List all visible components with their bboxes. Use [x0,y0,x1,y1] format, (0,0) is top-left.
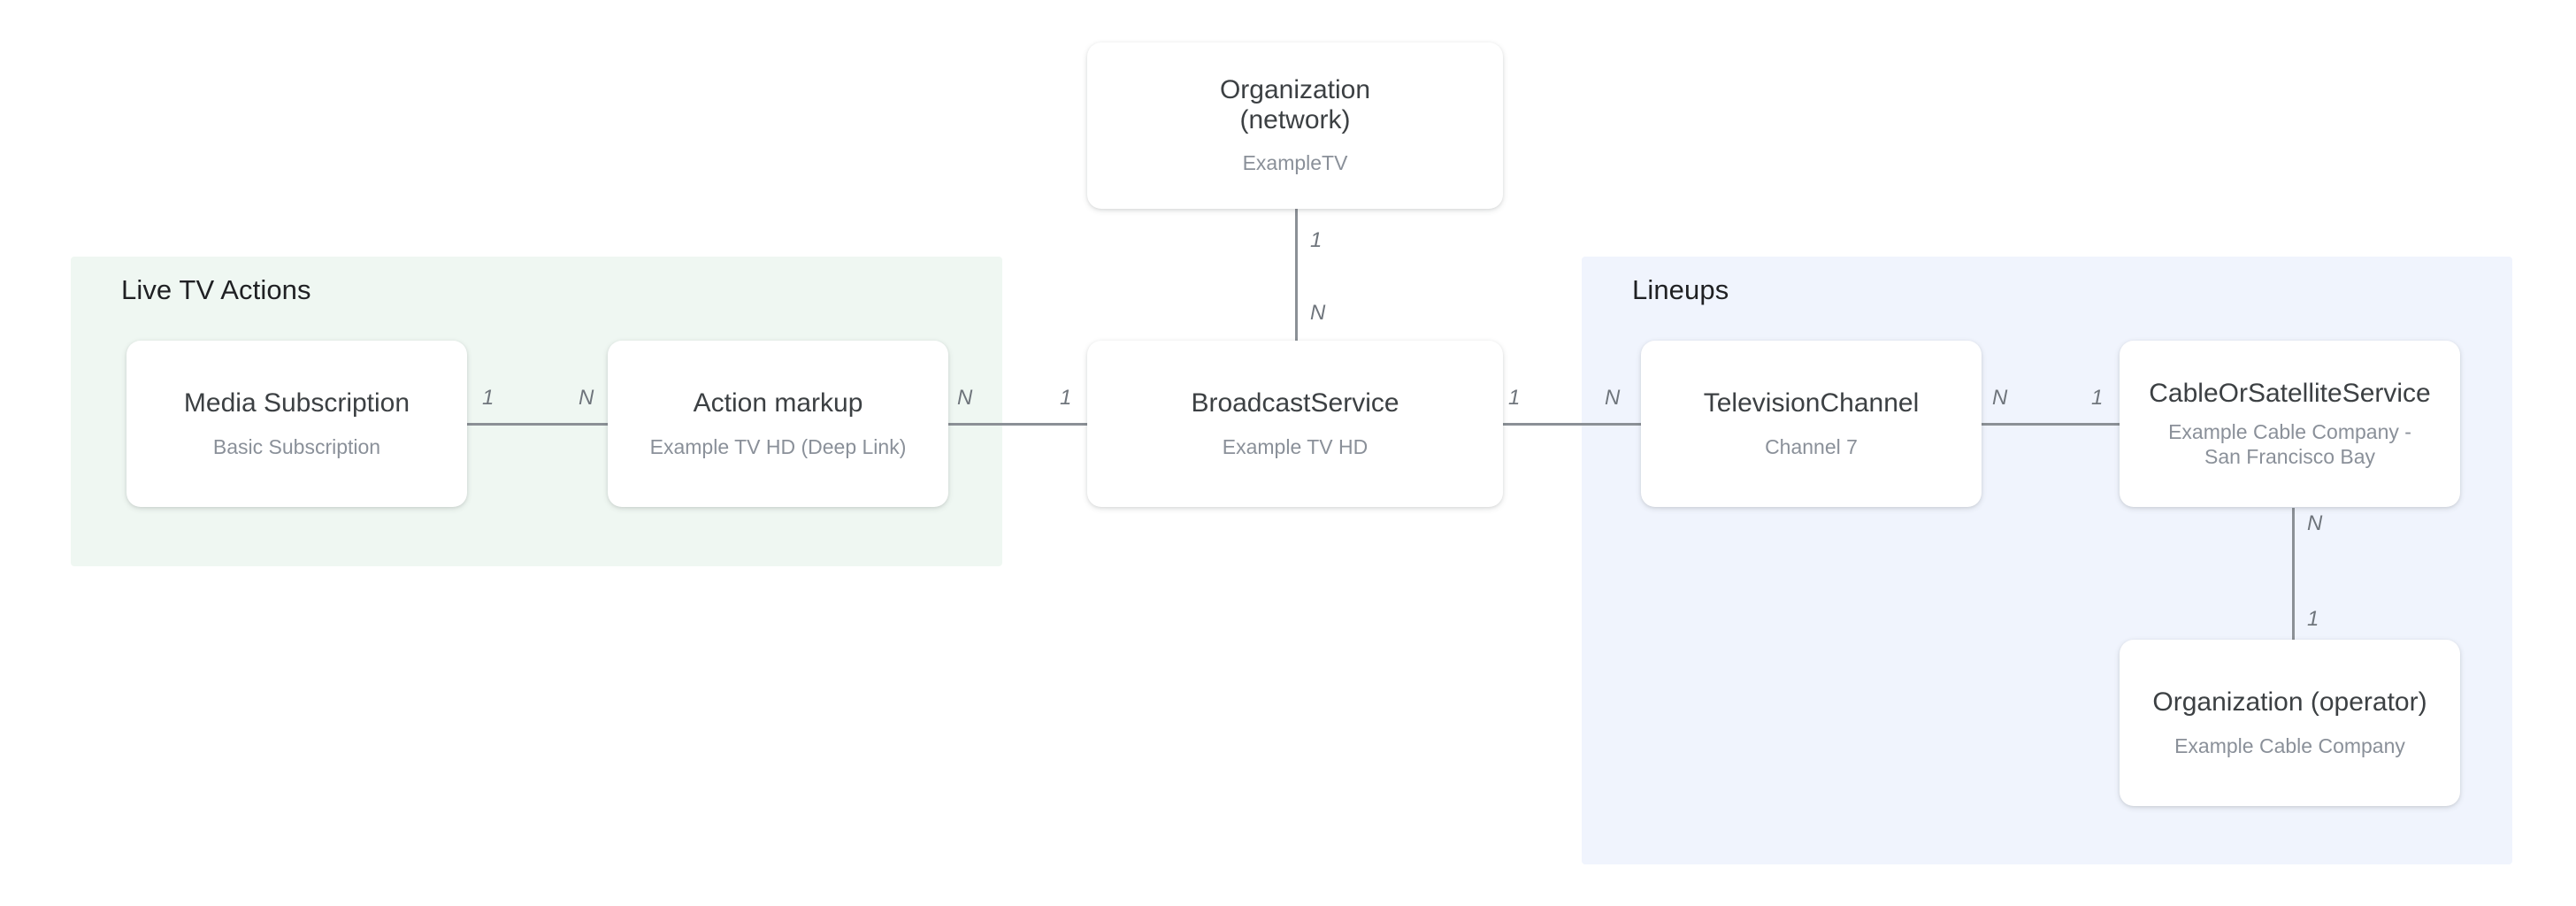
cardinality-broadcast-service-right: 1 [1508,386,1521,410]
group-title-live-tv-actions: Live TV Actions [121,274,311,305]
node-media-subscription[interactable]: Media Subscription Basic Subscription [126,341,467,507]
node-title: Organization(network) [1219,75,1371,134]
edge-organization-network-broadcast-service [1295,209,1298,346]
edge-media-subscription-action-markup [460,423,619,426]
node-action-markup[interactable]: Action markup Example TV HD (Deep Link) [608,341,948,507]
node-subtitle: ExampleTV [1242,151,1348,175]
edge-action-markup-broadcast-service [936,423,1113,426]
cardinality-organization-network-bottom: 1 [1310,228,1322,252]
cardinality-broadcast-service-top: N [1310,301,1326,325]
cardinality-television-channel-right: N [1992,386,2008,410]
cardinality-action-markup-right: N [957,386,973,410]
node-subtitle: Example Cable Company - San Francisco Ba… [2168,420,2411,468]
node-subtitle: Example TV HD [1222,434,1368,458]
cardinality-action-markup-left: N [579,386,594,410]
node-title: Organization (operator) [2152,687,2427,717]
group-title-lineups: Lineups [1632,274,1729,305]
cardinality-organization-operator-top: 1 [2307,607,2319,631]
cardinality-cable-or-satellite-service-bottom: N [2307,511,2323,535]
node-subtitle: Example Cable Company [2174,733,2405,757]
node-title: TelevisionChannel [1703,388,1920,418]
node-television-channel[interactable]: TelevisionChannel Channel 7 [1641,341,1982,507]
node-title: BroadcastService [1191,388,1399,418]
node-cable-or-satellite-service[interactable]: CableOrSatelliteService Example Cable Co… [2120,341,2460,507]
edge-cable-or-satellite-service-organization-operator [2292,508,2295,642]
cardinality-broadcast-service-left: 1 [1060,386,1072,410]
edge-broadcast-service-television-channel [1486,423,1654,426]
node-organization-network[interactable]: Organization(network) ExampleTV [1087,42,1503,209]
node-subtitle: Example TV HD (Deep Link) [649,434,907,458]
node-organization-operator[interactable]: Organization (operator) Example Cable Co… [2120,640,2460,806]
edge-television-channel-cable-or-satellite-service [1971,423,2121,426]
node-title: Media Subscription [183,388,410,418]
node-title: CableOrSatelliteService [2149,378,2431,408]
cardinality-cable-or-satellite-service-left: 1 [2091,386,2104,410]
cardinality-television-channel-left: N [1605,386,1621,410]
node-title: Action markup [693,388,863,418]
node-subtitle: Basic Subscription [212,434,381,458]
node-broadcast-service[interactable]: BroadcastService Example TV HD [1087,341,1503,507]
cardinality-media-subscription-right: 1 [482,386,494,410]
node-subtitle: Channel 7 [1765,434,1858,458]
